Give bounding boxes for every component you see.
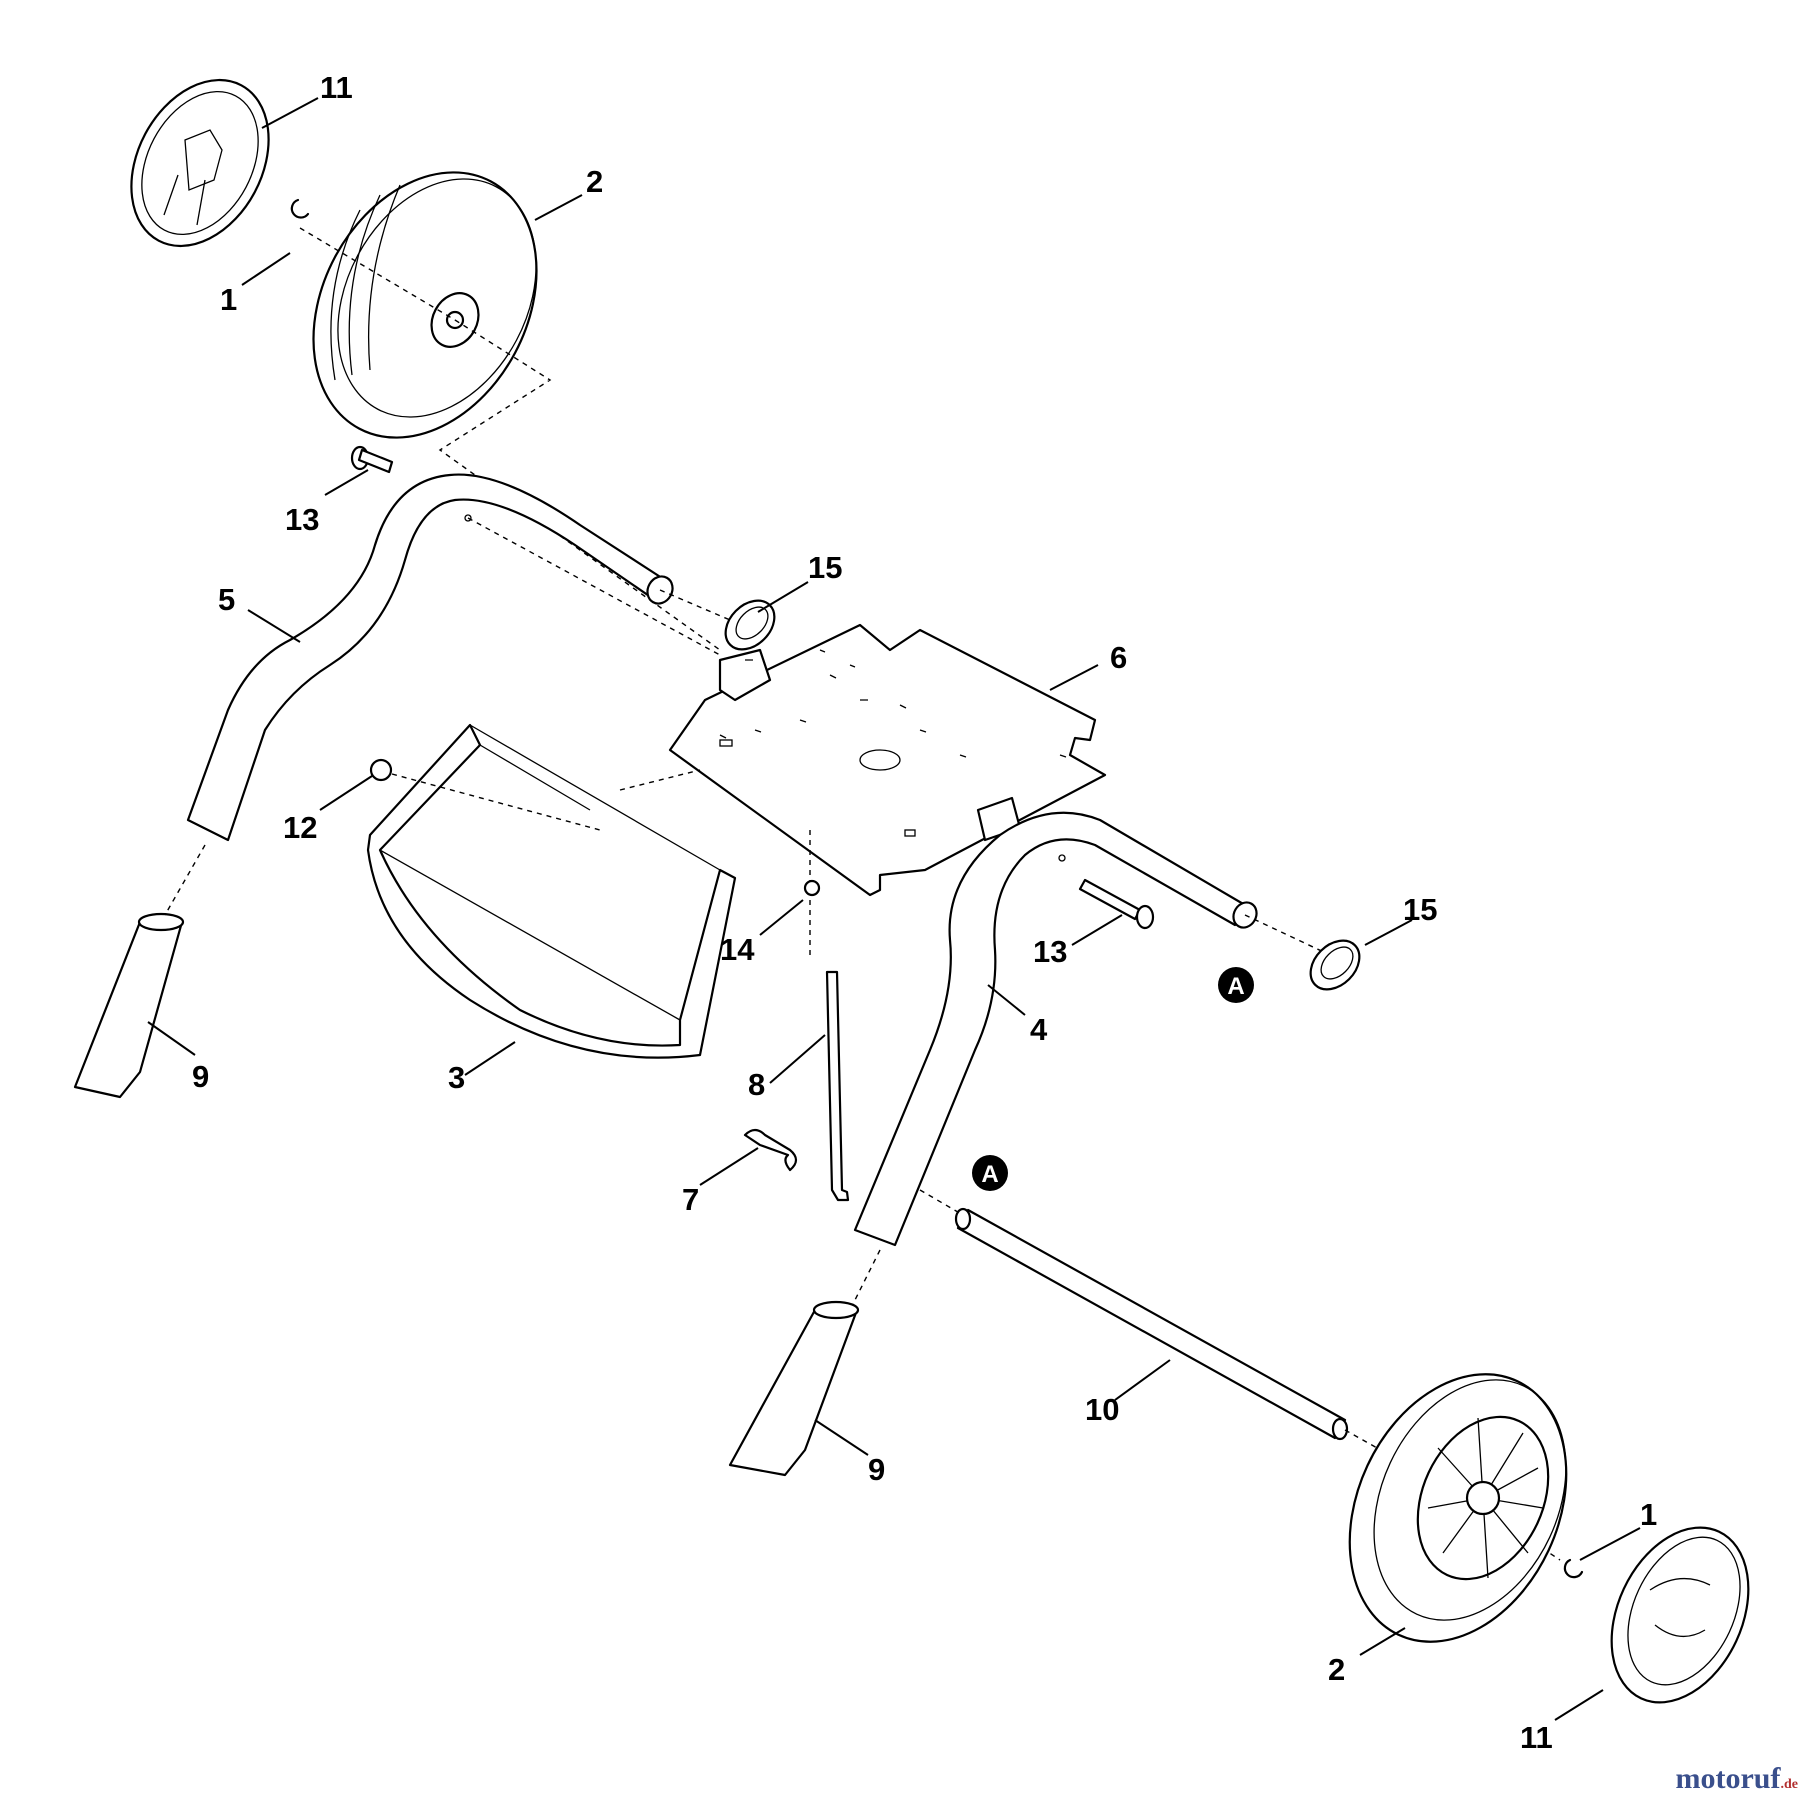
bolt-lower-right bbox=[1078, 878, 1155, 930]
callout-7: 7 bbox=[682, 1182, 699, 1217]
callout-1-top: 1 bbox=[220, 282, 237, 317]
callout-2-bottom: 2 bbox=[1328, 1652, 1345, 1687]
end-cap-upper bbox=[724, 599, 776, 651]
end-cap-lower bbox=[1309, 939, 1361, 991]
callout-4: 4 bbox=[1030, 1012, 1048, 1047]
callout-3: 3 bbox=[448, 1060, 465, 1095]
leader-lines bbox=[147, 97, 1641, 1721]
spring-clip bbox=[743, 1128, 798, 1172]
callout-15-bottom: 15 bbox=[1403, 892, 1437, 927]
callout-9-left: 9 bbox=[192, 1059, 209, 1094]
nut-14 bbox=[803, 879, 821, 897]
sleeve-right bbox=[728, 1300, 860, 1477]
svg-text:A: A bbox=[1227, 973, 1244, 1000]
circlip-top-left bbox=[290, 198, 310, 219]
hubcap-bottom-right bbox=[1610, 1526, 1750, 1704]
callout-10: 10 bbox=[1085, 1392, 1119, 1427]
latch-rod bbox=[825, 970, 850, 1202]
callout-1-bottom: 1 bbox=[1640, 1497, 1657, 1532]
callout-5: 5 bbox=[218, 582, 235, 617]
watermark-logo: motoruf.de bbox=[1676, 1762, 1798, 1796]
watermark-tld: .de bbox=[1780, 1777, 1799, 1792]
circlip-bottom-right bbox=[1563, 1558, 1584, 1579]
callout-13-top: 13 bbox=[285, 502, 319, 537]
callout-labels: 11 2 1 13 15 5 6 12 14 13 15 9 3 8 4 7 1… bbox=[192, 70, 1657, 1755]
deflector-shield bbox=[366, 723, 737, 1059]
sleeve-left bbox=[73, 912, 185, 1099]
callout-15-top: 15 bbox=[808, 550, 842, 585]
axis-line-top-wheel bbox=[438, 319, 721, 651]
handle-tube-right bbox=[853, 811, 1258, 1247]
callout-11-bottom: 11 bbox=[1520, 1720, 1553, 1755]
reference-mark-a-lower: A bbox=[972, 1155, 1008, 1191]
callout-2-top: 2 bbox=[586, 164, 603, 199]
callout-13-bottom: 13 bbox=[1033, 934, 1067, 969]
callout-6: 6 bbox=[1110, 640, 1127, 675]
wheel-top-left bbox=[312, 171, 538, 439]
wheel-bottom-right bbox=[1348, 1373, 1568, 1643]
bolt-upper-left bbox=[350, 445, 394, 474]
callout-11-top: 11 bbox=[320, 70, 353, 105]
callout-8: 8 bbox=[748, 1067, 765, 1102]
callout-14: 14 bbox=[720, 932, 755, 967]
watermark-brand: motoruf bbox=[1675, 1762, 1781, 1795]
svg-text:A: A bbox=[981, 1161, 998, 1188]
callout-12: 12 bbox=[283, 810, 317, 845]
reference-mark-a-upper: A bbox=[1218, 967, 1254, 1003]
mounting-plate bbox=[668, 623, 1107, 897]
callout-9-right: 9 bbox=[868, 1452, 885, 1487]
hubcap-top-left bbox=[130, 78, 270, 248]
axle-rod bbox=[954, 1207, 1349, 1441]
ball-12 bbox=[369, 758, 393, 782]
